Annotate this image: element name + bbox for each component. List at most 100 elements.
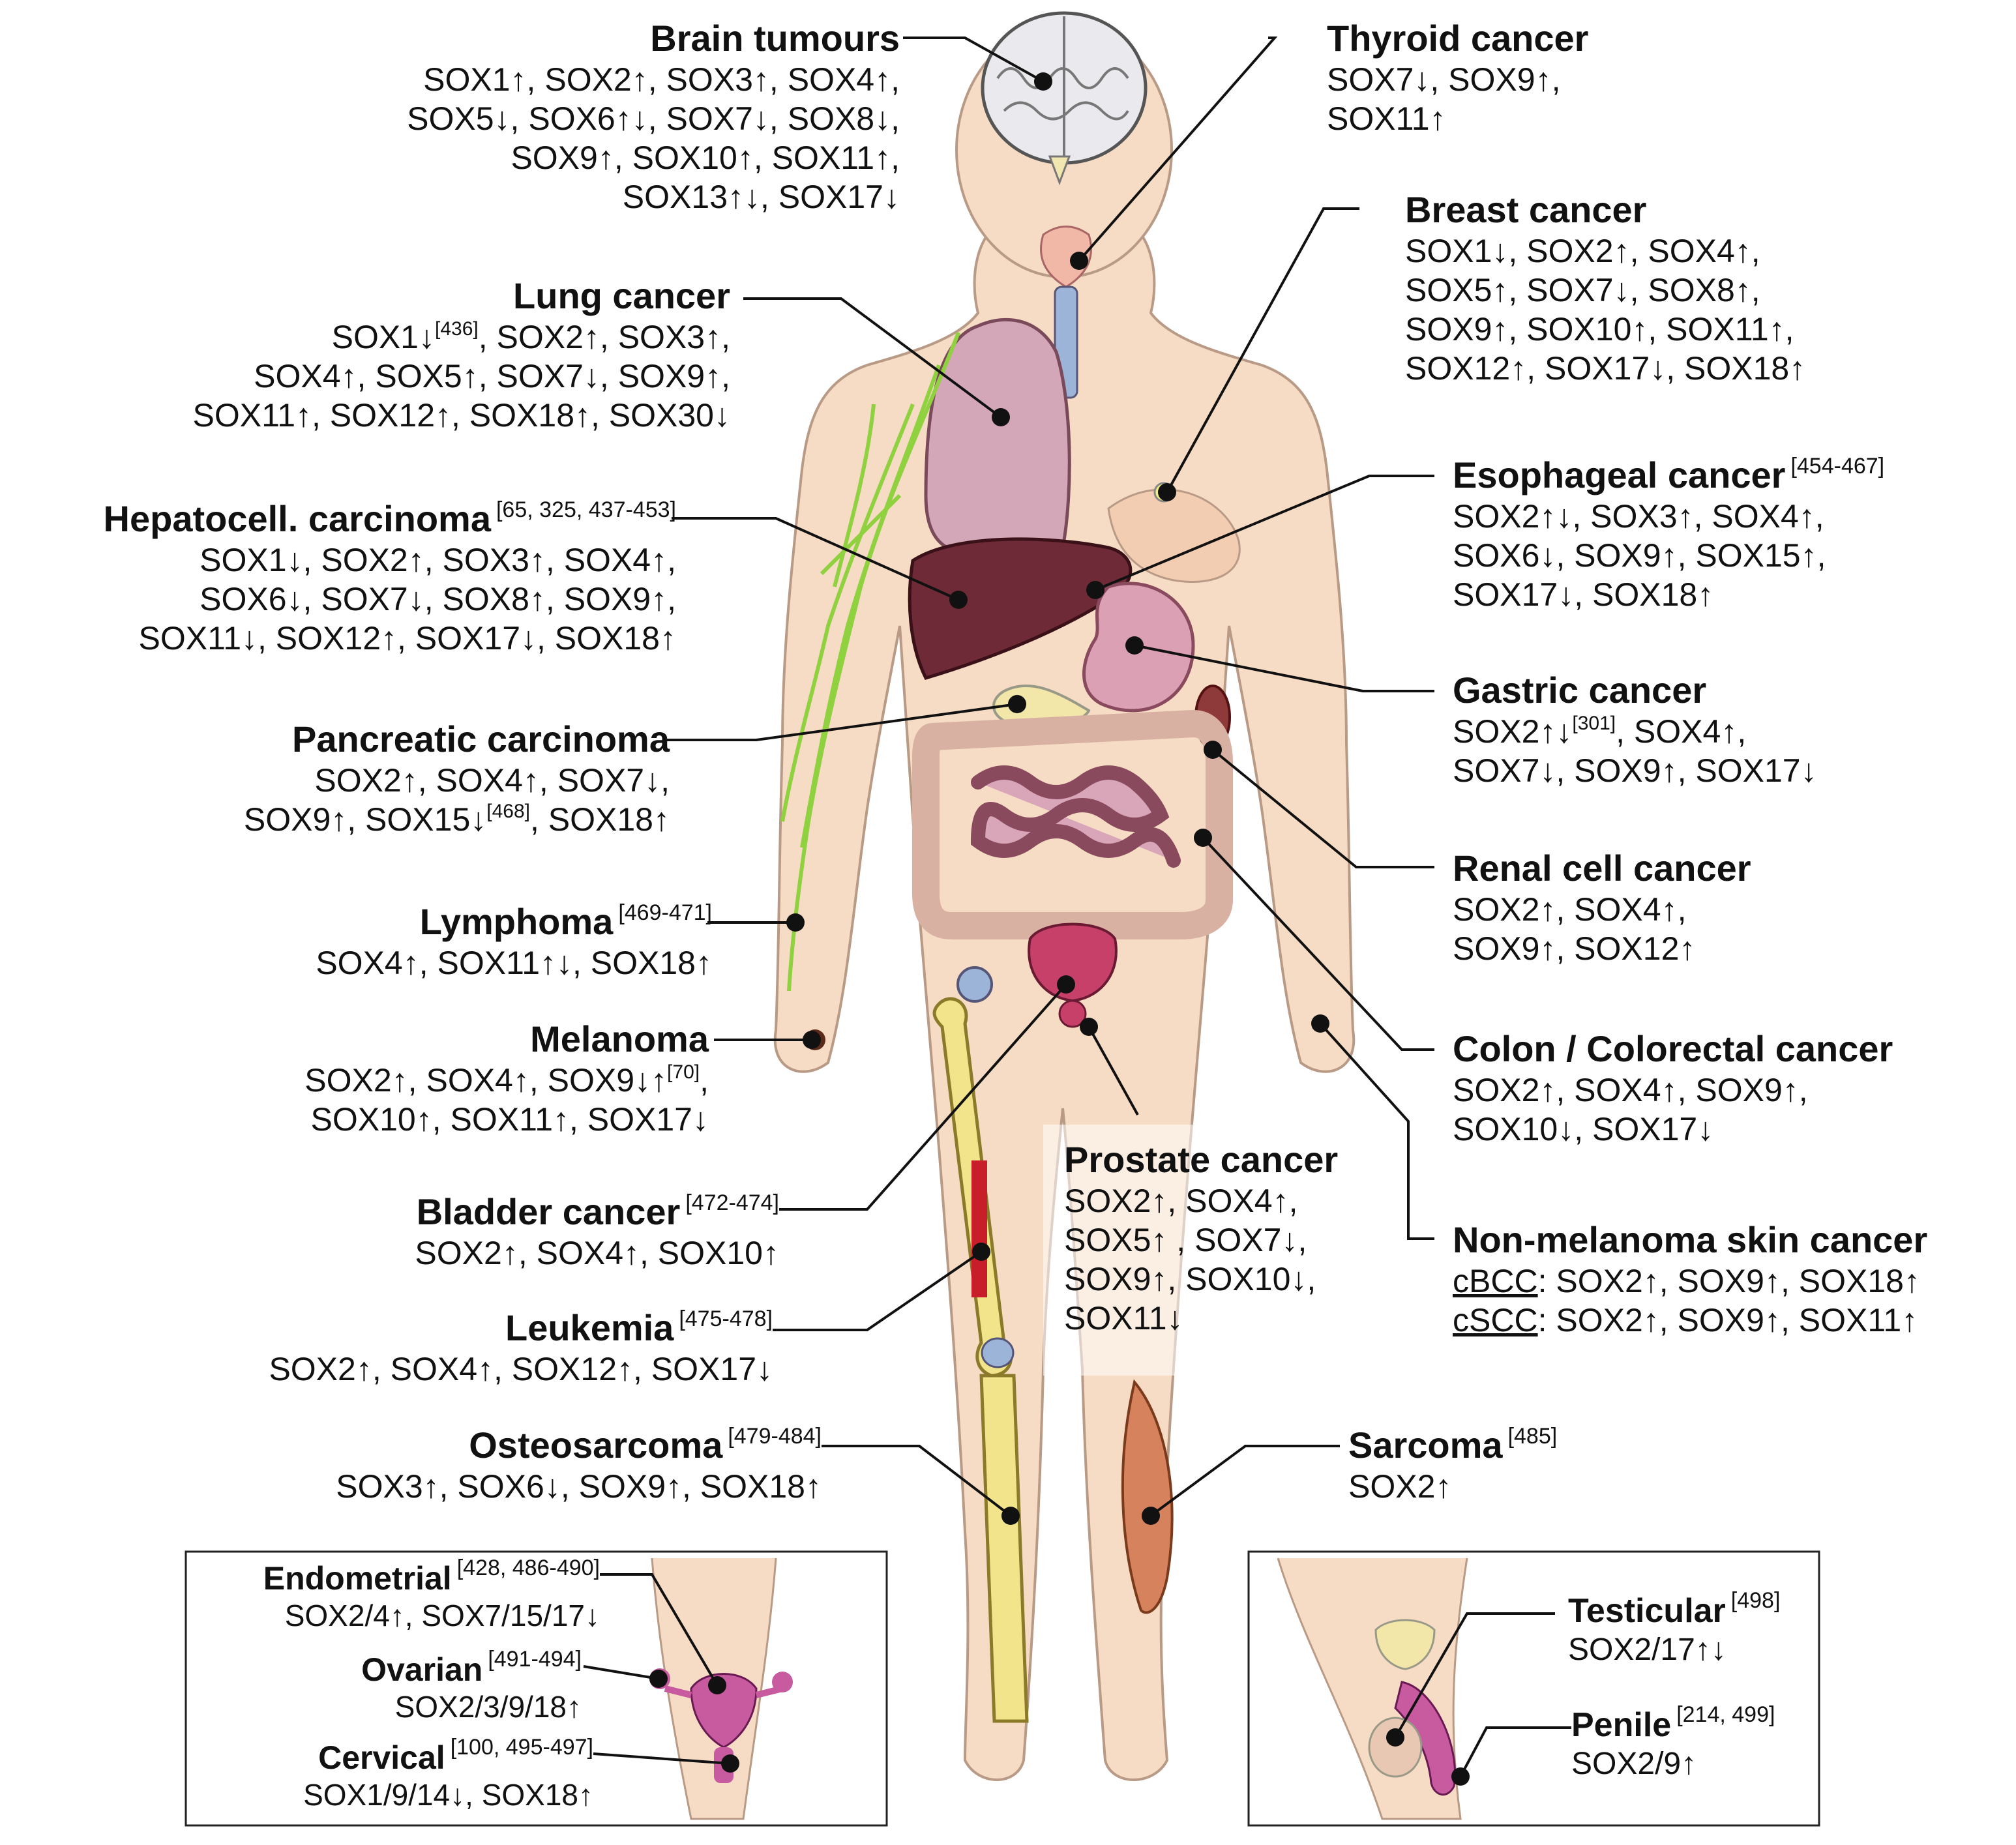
ovarian-title: Ovarian[491-494]	[361, 1647, 582, 1688]
label-lymphoma: Lymphoma[469-471] SOX4↑, SOX11↑↓, SOX18↑	[316, 900, 712, 982]
penile-line-1: SOX2/9↑	[1571, 1747, 1697, 1782]
gastric-line-2: SOX7↓, SOX9↑, SOX17↓	[1453, 752, 1817, 790]
renal-title: Renal cell cancer	[1453, 848, 1751, 889]
lung-cancer-line-2: SOX4↑, SOX5↑, SOX7↓, SOX9↑,	[254, 358, 730, 395]
label-pancreatic-carcinoma: Pancreatic carcinoma SOX2↑, SOX4↑, SOX7↓…	[244, 717, 670, 839]
lung-organ	[924, 317, 1071, 556]
lymphatic-vessels	[780, 331, 960, 992]
label-sarcoma: Sarcoma[485] SOX2↑	[1348, 1423, 1557, 1506]
pancreatic-line-1: SOX2↑, SOX4↑, SOX7↓,	[314, 762, 670, 799]
prostate-line-1: SOX2↑, SOX4↑,	[1064, 1183, 1298, 1220]
sarcoma-title: Sarcoma[485]	[1348, 1424, 1558, 1466]
lung-cancer-line-1: SOX1↓[436], SOX2↑, SOX3↑,	[331, 318, 730, 356]
cervical-line-1: SOX1/9/14↓, SOX18↑	[303, 1778, 593, 1812]
prostate-line-2: SOX5↑ , SOX7↓,	[1064, 1222, 1307, 1259]
bladder-title: Bladder cancer[472-474]	[416, 1190, 779, 1232]
label-gastric-cancer: Gastric cancer SOX2↑↓[301], SOX4↑, SOX7↓…	[1453, 668, 1817, 790]
ovarian-line-1: SOX2/3/9/18↑	[394, 1690, 582, 1724]
brain-tumours-line-1: SOX1↑, SOX2↑, SOX3↑, SOX4↑,	[423, 61, 900, 98]
small-intestine-organ	[970, 765, 1181, 868]
colon-line-1: SOX2↑, SOX4↑, SOX9↑,	[1453, 1072, 1808, 1109]
calf-muscle	[1121, 1379, 1174, 1614]
prostate-organ	[1058, 999, 1087, 1028]
esophageal-line-2: SOX6↓, SOX9↑, SOX15↑,	[1453, 537, 1826, 574]
prostate-label-background	[1043, 1125, 1356, 1376]
male-inset-box	[1247, 1550, 1820, 1827]
leukemia-title: Leukemia[475-478]	[505, 1306, 773, 1348]
colon-title: Colon / Colorectal cancer	[1453, 1028, 1893, 1069]
osteosarcoma-title: Osteosarcoma[479-484]	[469, 1424, 822, 1466]
hepatocellular-line-2: SOX6↓, SOX7↓, SOX8↑, SOX9↑,	[200, 581, 676, 618]
label-non-melanoma-skin-cancer: Non-melanoma skin cancer cBCC: SOX2↑, SO…	[1453, 1218, 1927, 1340]
breast-line-2: SOX5↑, SOX7↓, SOX8↑,	[1405, 272, 1760, 309]
lymphoma-title: Lymphoma[469-471]	[419, 900, 712, 942]
brain-tumours-line-3: SOX9↑, SOX10↑, SOX11↑,	[511, 140, 900, 177]
leader-lines	[583, 37, 1571, 1777]
label-thyroid-cancer: Thyroid cancer SOX7↓, SOX9↑, SOX11↑	[1327, 16, 1588, 138]
esophageal-line-3: SOX17↓, SOX18↑	[1453, 576, 1714, 613]
female-inset-box	[185, 1550, 888, 1827]
label-ovarian: Ovarian[491-494] SOX2/3/9/18↑	[361, 1646, 582, 1725]
esophageal-line-1: SOX2↑↓, SOX3↑, SOX4↑,	[1453, 498, 1824, 535]
cscc-line: cSCC: SOX2↑, SOX9↑, SOX11↑	[1453, 1302, 1918, 1339]
brain-organ	[981, 11, 1148, 186]
label-osteosarcoma: Osteosarcoma[479-484] SOX3↑, SOX6↓, SOX9…	[336, 1423, 822, 1506]
lung-cancer-title: Lung cancer	[513, 275, 730, 316]
thyroid-line-1: SOX7↓, SOX9↑,	[1327, 61, 1561, 98]
label-prostate-cancer: Prostate cancer SOX2↑, SOX4↑, SOX5↑ , SO…	[1064, 1138, 1338, 1338]
gastric-line-1: SOX2↑↓[301], SOX4↑,	[1453, 713, 1747, 750]
prostate-line-3: SOX9↑, SOX10↓,	[1064, 1261, 1316, 1298]
colon-line-2: SOX10↓, SOX17↓	[1453, 1111, 1714, 1148]
sarcoma-line-1: SOX2↑	[1348, 1468, 1452, 1505]
melanoma-line-2: SOX10↑, SOX11↑, SOX17↓	[310, 1101, 709, 1138]
label-penile: Penile[214, 499] SOX2/9↑	[1571, 1702, 1775, 1783]
label-hepatocellular-carcinoma: Hepatocell. carcinoma[65, 325, 437-453] …	[104, 497, 676, 658]
prostate-line-4: SOX11↓	[1064, 1300, 1183, 1337]
thyroid-title: Thyroid cancer	[1327, 18, 1589, 59]
label-breast-cancer: Breast cancer SOX1↓, SOX2↑, SOX4↑, SOX5↑…	[1405, 188, 1805, 388]
renal-line-1: SOX2↑, SOX4↑,	[1453, 891, 1687, 928]
label-endometrial: Endometrial[428, 486-490] SOX2/4↑, SOX7/…	[263, 1555, 600, 1634]
prostate-title: Prostate cancer	[1064, 1139, 1339, 1180]
label-brain-tumours: Brain tumours SOX1↑, SOX2↑, SOX3↑, SOX4↑…	[407, 16, 900, 216]
cervical-title: Cervical[100, 495-497]	[318, 1735, 593, 1776]
label-leukemia: Leukemia[475-478] SOX2↑, SOX4↑, SOX12↑, …	[269, 1306, 773, 1389]
bladder-organ	[1028, 922, 1118, 1003]
hepatocellular-line-1: SOX1↓, SOX2↑, SOX3↑, SOX4↑,	[200, 542, 676, 579]
male-reproductive-organs	[1277, 1557, 1468, 1820]
brain-tumours-line-2: SOX5↓, SOX6↑↓, SOX7↓, SOX8↓,	[407, 100, 900, 138]
label-testicular: Testicular[498] SOX2/17↑↓	[1568, 1587, 1780, 1669]
lymphoma-line-1: SOX4↑, SOX11↑↓, SOX18↑	[316, 945, 712, 982]
bladder-line-1: SOX2↑, SOX4↑, SOX10↑	[415, 1235, 779, 1272]
renal-line-2: SOX9↑, SOX12↑	[1453, 930, 1696, 967]
breast-line-1: SOX1↓, SOX2↑, SOX4↑,	[1405, 233, 1760, 270]
label-lung-cancer: Lung cancer SOX1↓[436], SOX2↑, SOX3↑, SO…	[193, 274, 730, 435]
hepatocellular-line-3: SOX11↓, SOX12↑, SOX17↓, SOX18↑	[138, 620, 676, 657]
leader-dots	[649, 72, 1470, 1786]
brain-tumours-line-4: SOX13↑↓, SOX17↓	[622, 179, 900, 216]
label-melanoma: Melanoma SOX2↑, SOX4↑, SOX9↓↑[70], SOX10…	[304, 1017, 709, 1139]
leg-bones	[932, 966, 1029, 1723]
testicular-title: Testicular[498]	[1568, 1588, 1781, 1630]
thyroid-line-2: SOX11↑	[1327, 100, 1446, 138]
cbcc-line: cBCC: SOX2↑, SOX9↑, SOX18↑	[1453, 1263, 1920, 1300]
label-colon-colorectal-cancer: Colon / Colorectal cancer SOX2↑, SOX4↑, …	[1453, 1027, 1893, 1149]
endometrial-title: Endometrial[428, 486-490]	[263, 1556, 600, 1597]
label-esophageal-cancer: Esophageal cancer[454-467] SOX2↑↓, SOX3↑…	[1453, 453, 1884, 614]
pancreatic-title: Pancreatic carcinoma	[292, 718, 670, 760]
hepatocellular-title: Hepatocell. carcinoma[65, 325, 437-453]	[103, 497, 676, 539]
brain-tumours-title: Brain tumours	[650, 18, 900, 59]
melanoma-line-1: SOX2↑, SOX4↑, SOX9↓↑[70],	[304, 1061, 709, 1099]
endometrial-line-1: SOX2/4↑, SOX7/15/17↓	[284, 1599, 600, 1632]
lung-cancer-line-3: SOX11↑, SOX12↑, SOX18↑, SOX30↓	[192, 397, 730, 434]
leukemia-line-1: SOX2↑, SOX4↑, SOX12↑, SOX17↓	[269, 1351, 773, 1388]
melanoma-title: Melanoma	[530, 1018, 709, 1059]
breast-title: Breast cancer	[1405, 189, 1647, 230]
esophageal-title: Esophageal cancer[454-467]	[1453, 454, 1885, 495]
pancreatic-line-2: SOX9↑, SOX15↓[468], SOX18↑	[243, 801, 670, 838]
label-bladder-cancer: Bladder cancer[472-474] SOX2↑, SOX4↑, SO…	[415, 1190, 779, 1273]
penile-title: Penile[214, 499]	[1571, 1702, 1775, 1744]
breast-line-3: SOX9↑, SOX10↑, SOX11↑,	[1405, 311, 1794, 348]
breast-line-4: SOX12↑, SOX17↓, SOX18↑	[1405, 350, 1806, 387]
